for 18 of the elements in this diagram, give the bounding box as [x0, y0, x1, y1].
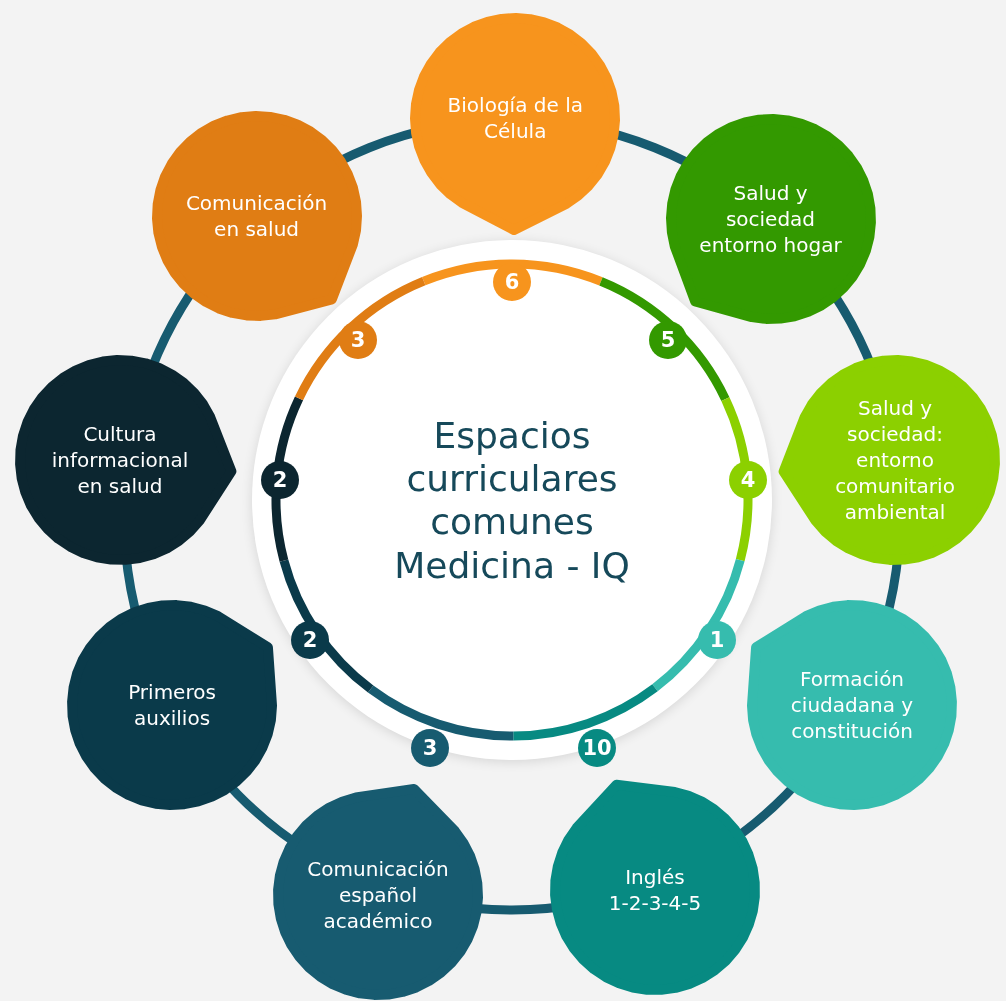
petal-label: Biología de la Célula [446, 92, 584, 144]
number-badge: 4 [729, 461, 767, 499]
petal-label: Comunicación español académico [306, 856, 450, 934]
petal-label: Comunicación en salud [184, 189, 329, 242]
petal-label: Salud y sociedad: entorno comunitario ambiental [834, 395, 956, 525]
center-title: Espacios curriculares comunes Medicina - IQ [393, 413, 631, 587]
number-badge: 2 [261, 461, 299, 499]
number-badge: 2 [291, 621, 329, 659]
petal-label: Cultura informacional en salud [50, 421, 190, 499]
number-badge: 1 [698, 621, 736, 659]
petal-label: Inglés 1-2-3-4-5 [607, 864, 703, 916]
number-badge: 10 [578, 729, 616, 767]
number-badge: 5 [649, 321, 687, 359]
petal-label: Formación ciudadana y constitución [789, 666, 915, 744]
number-badge: 3 [411, 729, 449, 767]
number-badge: 3 [339, 321, 377, 359]
petal-label: Salud y sociedad entorno hogar [698, 179, 843, 258]
petal-label: Primeros auxilios [127, 679, 217, 731]
